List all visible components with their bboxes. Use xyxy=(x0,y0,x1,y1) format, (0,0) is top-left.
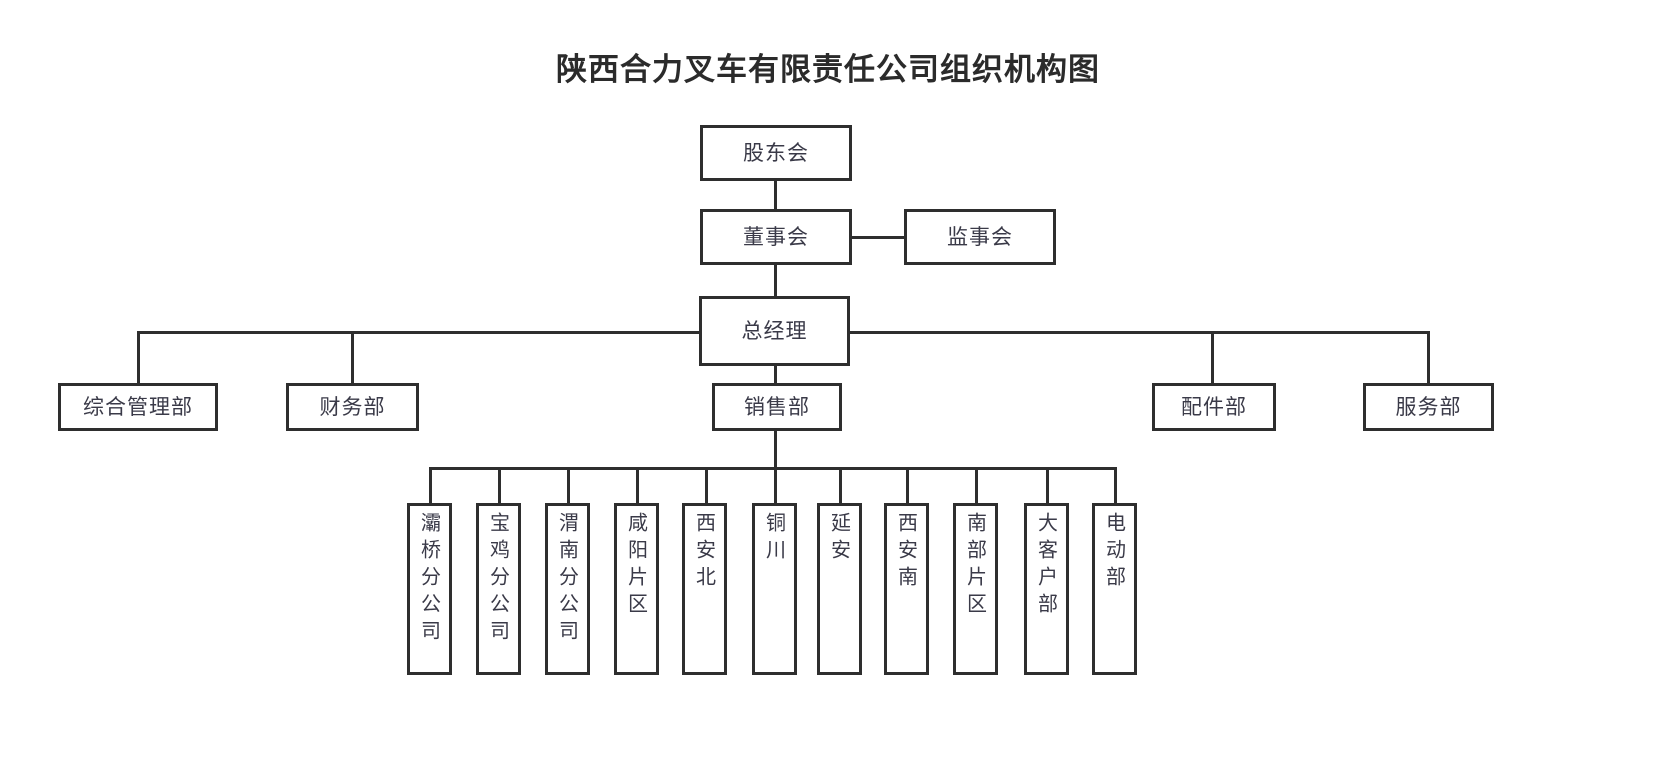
node-sales-branch-2-label: 渭南分公司 xyxy=(555,512,580,647)
node-board-of-supervisors[interactable]: 监事会 xyxy=(904,209,1056,265)
edge-drop-branch-1 xyxy=(498,467,501,503)
node-service-dept-label: 服务部 xyxy=(1395,394,1462,419)
node-board-of-directors[interactable]: 董事会 xyxy=(700,209,852,265)
node-shareholders-label: 股东会 xyxy=(743,140,809,165)
node-shareholders[interactable]: 股东会 xyxy=(700,125,852,181)
node-sales-branch-4-label: 西安北 xyxy=(692,512,717,593)
node-general-manager-label: 总经理 xyxy=(741,318,808,343)
node-sales-branch-1-label: 宝鸡分公司 xyxy=(486,512,511,647)
edge-drop-finance-dept xyxy=(351,331,354,384)
edge-drop-branch-0 xyxy=(429,467,432,503)
edge-gm-bus-left xyxy=(137,331,702,334)
edge-shareholders-board xyxy=(774,180,777,210)
node-sales-branch-7[interactable]: 西安南 xyxy=(884,503,929,675)
edge-drop-service-dept xyxy=(1427,331,1430,384)
edge-drop-branch-10 xyxy=(1114,467,1117,503)
node-parts-dept-label: 配件部 xyxy=(1181,394,1247,419)
node-sales-branch-0[interactable]: 灞桥分公司 xyxy=(407,503,452,675)
node-board-of-supervisors-label: 监事会 xyxy=(947,224,1013,249)
node-sales-branch-9[interactable]: 大客户部 xyxy=(1024,503,1069,675)
node-sales-branch-0-label: 灞桥分公司 xyxy=(417,512,442,647)
edge-board-general-manager xyxy=(774,264,777,297)
node-admin-dept[interactable]: 综合管理部 xyxy=(58,383,218,431)
node-finance-dept[interactable]: 财务部 xyxy=(286,383,419,431)
edge-board-supervisors xyxy=(852,236,906,239)
node-service-dept[interactable]: 服务部 xyxy=(1363,383,1494,431)
node-parts-dept[interactable]: 配件部 xyxy=(1152,383,1276,431)
node-sales-branch-5[interactable]: 铜川 xyxy=(752,503,797,675)
node-sales-branch-8[interactable]: 南部片区 xyxy=(953,503,998,675)
edge-drop-branch-2 xyxy=(567,467,570,503)
edge-drop-branch-5 xyxy=(774,467,777,503)
node-sales-branch-10-label: 电动部 xyxy=(1102,512,1127,593)
edge-drop-branch-9 xyxy=(1046,467,1049,503)
edge-drop-sales-dept xyxy=(774,365,777,384)
edge-gm-bus-right xyxy=(849,331,1430,334)
node-sales-branch-7-label: 西安南 xyxy=(894,512,919,593)
node-sales-branch-3[interactable]: 咸阳片区 xyxy=(614,503,659,675)
node-sales-branch-5-label: 铜川 xyxy=(762,512,787,566)
node-admin-dept-label: 综合管理部 xyxy=(83,394,193,419)
page-title: 陕西合力叉车有限责任公司组织机构图 xyxy=(556,52,1100,88)
edge-drop-branch-8 xyxy=(975,467,978,503)
node-sales-dept[interactable]: 销售部 xyxy=(712,383,842,431)
node-sales-branch-3-label: 咸阳片区 xyxy=(624,512,649,620)
edge-drop-admin-dept xyxy=(137,331,140,384)
node-sales-branch-6-label: 延安 xyxy=(827,512,852,566)
node-sales-branch-9-label: 大客户部 xyxy=(1034,512,1059,620)
node-sales-branch-8-label: 南部片区 xyxy=(963,512,988,620)
node-sales-branch-6[interactable]: 延安 xyxy=(817,503,862,675)
edge-sales-to-branch-bus xyxy=(774,430,777,470)
node-general-manager[interactable]: 总经理 xyxy=(699,296,850,366)
edge-drop-branch-7 xyxy=(906,467,909,503)
node-sales-dept-label: 销售部 xyxy=(744,394,810,419)
node-sales-branch-4[interactable]: 西安北 xyxy=(682,503,727,675)
node-sales-branch-2[interactable]: 渭南分公司 xyxy=(545,503,590,675)
node-finance-dept-label: 财务部 xyxy=(319,394,386,419)
edge-branch-bus xyxy=(429,467,1116,470)
node-sales-branch-1[interactable]: 宝鸡分公司 xyxy=(476,503,521,675)
edge-drop-branch-6 xyxy=(839,467,842,503)
node-sales-branch-10[interactable]: 电动部 xyxy=(1092,503,1137,675)
edge-drop-branch-3 xyxy=(636,467,639,503)
node-board-of-directors-label: 董事会 xyxy=(743,224,809,249)
edge-drop-branch-4 xyxy=(705,467,708,503)
edge-drop-parts-dept xyxy=(1211,331,1214,384)
